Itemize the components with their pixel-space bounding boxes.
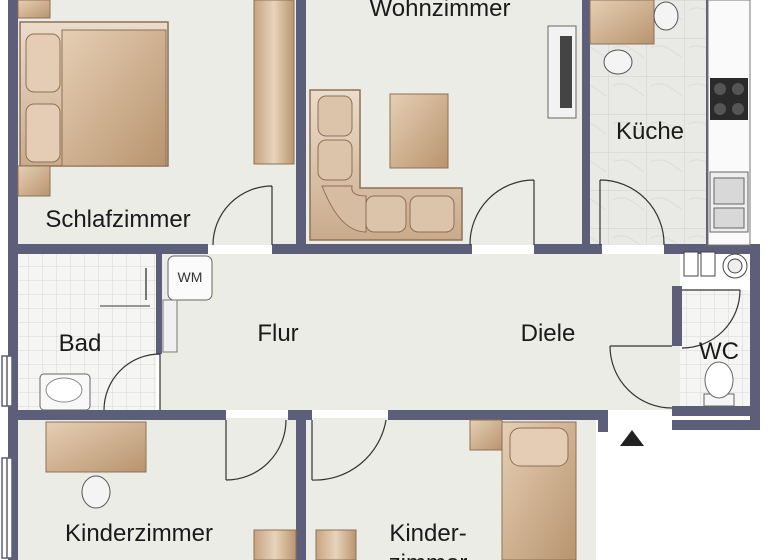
wardrobe [315, 529, 357, 560]
room-label-schlafzimmer: Schlafzimmer [45, 206, 190, 233]
washbasin [39, 373, 91, 411]
desk [45, 421, 147, 473]
room-label-wohnzimmer: Wohnzimmer [370, 0, 511, 22]
room-label-kinderzimmer: Kinderzimmer [65, 520, 213, 547]
dining-table [589, 0, 655, 45]
corner-sofa [309, 89, 463, 241]
coffee-table [389, 93, 449, 169]
bed-double [19, 21, 169, 167]
room-label-kinderzimmer-2-line1: Kinder- [389, 520, 466, 547]
room-label-kinderzimmer-2-line2: zimmer [389, 550, 468, 560]
room-label-bad: Bad [59, 330, 102, 357]
room-label-diele: Diele [521, 320, 576, 347]
utilities [683, 251, 748, 279]
windows [1, 355, 13, 559]
door-swings [103, 179, 741, 481]
room-label-flur: Flur [257, 320, 298, 347]
nightstand [17, 165, 51, 197]
entrance-arrow-icon [620, 430, 644, 446]
room-label-kueche: Küche [616, 118, 684, 145]
bed-single [469, 419, 577, 560]
washing-machine: WM [162, 255, 213, 353]
tv-unit [547, 25, 577, 119]
kitchen-counter [707, 0, 751, 246]
wc-toilet [703, 361, 735, 407]
wardrobe [253, 529, 297, 560]
chair [81, 475, 111, 509]
nightstand [17, 0, 51, 19]
chair [603, 1, 679, 75]
room-label-wc: WC [699, 338, 739, 365]
wm-label: WM [178, 269, 203, 285]
wardrobe [253, 0, 295, 165]
